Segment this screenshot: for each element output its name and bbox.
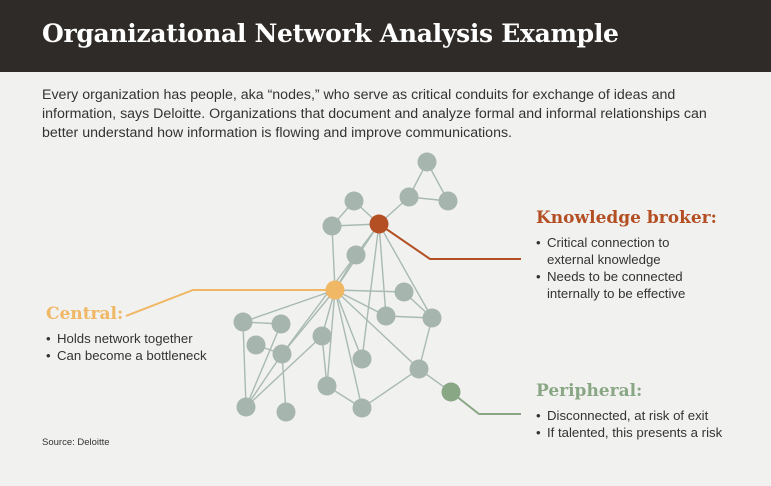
knowledge-broker-node bbox=[369, 214, 389, 234]
knowledge-broker-callout: Knowledge broker: Critical connection to… bbox=[536, 208, 717, 302]
network-edge bbox=[378, 223, 387, 317]
network-edge bbox=[361, 368, 420, 409]
peripheral-callout: Peripheral: Disconnected, at risk of exi… bbox=[536, 381, 722, 441]
knowledge-broker-leader-line bbox=[378, 223, 521, 260]
network-edge bbox=[281, 254, 357, 355]
network-node bbox=[344, 191, 364, 211]
knowledge-broker-bullets: Critical connection to external knowledg… bbox=[536, 234, 717, 302]
central-callout: Central: Holds network together Can beco… bbox=[46, 304, 207, 364]
network-node bbox=[272, 344, 292, 364]
network-nodes bbox=[233, 152, 461, 422]
source-note: Source: Deloitte bbox=[42, 437, 110, 448]
network-node bbox=[399, 187, 419, 207]
network-edge bbox=[334, 289, 387, 317]
callout-leader-lines bbox=[125, 223, 521, 415]
network-node bbox=[352, 398, 372, 418]
peripheral-bullets: Disconnected, at risk of exit If talente… bbox=[536, 407, 722, 441]
bullet-item: Holds network together bbox=[46, 330, 207, 347]
intro-text: Every organization has people, aka “node… bbox=[42, 87, 707, 141]
network-edge bbox=[242, 321, 247, 408]
network-node bbox=[236, 397, 256, 417]
network-node bbox=[422, 308, 442, 328]
network-node bbox=[352, 349, 372, 369]
network-node bbox=[317, 376, 337, 396]
network-node bbox=[271, 314, 291, 334]
network-edge bbox=[242, 289, 336, 323]
peripheral-heading: Peripheral: bbox=[536, 381, 643, 401]
central-heading: Central: bbox=[46, 304, 124, 324]
bullet-item-continued: internally to be effective bbox=[547, 286, 686, 301]
bullet-item-continued: external knowledge bbox=[547, 252, 661, 267]
bullet-item: Disconnected, at risk of exit bbox=[536, 407, 722, 424]
bullet-item: Can become a bottleneck bbox=[46, 347, 207, 364]
network-edge bbox=[281, 353, 287, 413]
network-edge bbox=[245, 335, 323, 408]
network-node bbox=[233, 312, 253, 332]
page-title: Organizational Network Analysis Example bbox=[42, 19, 619, 48]
network-edge bbox=[334, 289, 405, 293]
network-edge bbox=[334, 289, 420, 370]
network-edge bbox=[334, 289, 363, 360]
network-node bbox=[417, 152, 437, 172]
bullet-item: Needs to be connected bbox=[536, 268, 717, 285]
knowledge-broker-heading: Knowledge broker: bbox=[536, 208, 717, 228]
network-node bbox=[346, 245, 366, 265]
network-node bbox=[409, 359, 429, 379]
network-edge bbox=[245, 323, 282, 408]
network-edge bbox=[245, 353, 283, 408]
network-node bbox=[376, 306, 396, 326]
central-leader-line bbox=[125, 289, 335, 317]
network-node bbox=[276, 402, 296, 422]
central-node bbox=[325, 280, 345, 300]
network-edge bbox=[378, 223, 433, 319]
header-bar: Organizational Network Analysis Example bbox=[0, 0, 771, 72]
network-node bbox=[322, 216, 342, 236]
intro-paragraph: Every organization has people, aka “node… bbox=[42, 86, 742, 143]
network-edge bbox=[331, 225, 336, 291]
central-bullets: Holds network together Can become a bott… bbox=[46, 330, 207, 364]
network-node bbox=[246, 335, 266, 355]
peripheral-node bbox=[441, 382, 461, 402]
peripheral-leader-line bbox=[450, 391, 521, 415]
bullet-item: If talented, this presents a risk bbox=[536, 424, 722, 441]
network-node bbox=[394, 282, 414, 302]
network-node bbox=[438, 191, 458, 211]
network-node bbox=[312, 326, 332, 346]
bullet-item: Critical connection to bbox=[536, 234, 717, 251]
network-edge bbox=[334, 289, 363, 409]
